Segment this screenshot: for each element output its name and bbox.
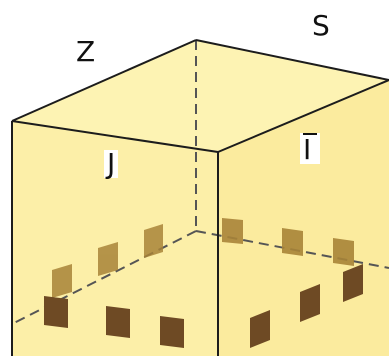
label-text: J (107, 147, 116, 180)
visible-edges (11, 39, 389, 356)
peg (106, 306, 130, 338)
label-top-left: Z (76, 38, 95, 66)
label-front-face: J (104, 147, 119, 180)
right-near-pegs (250, 264, 363, 348)
edge-top-front (11, 120, 219, 153)
label-text: Z (76, 35, 96, 68)
peg (282, 228, 303, 256)
peg (222, 218, 243, 244)
hidden-left-bottom-edge (11, 230, 197, 325)
peg (333, 238, 354, 266)
peg (98, 242, 118, 276)
edge-top-right (217, 79, 389, 153)
label-text: S (312, 9, 330, 42)
peg (52, 264, 72, 298)
label-right-face: I (300, 133, 320, 164)
front-pegs (44, 296, 184, 348)
label-top-right: S (312, 12, 330, 40)
peg (44, 296, 68, 328)
peg (144, 224, 163, 258)
peg (300, 284, 320, 322)
top-face (12, 40, 389, 152)
peg (160, 316, 184, 348)
overbar (303, 133, 317, 135)
edge-top-back-left (11, 39, 197, 122)
edge-top-back-right (195, 39, 389, 81)
peg (343, 264, 363, 302)
peg (250, 310, 270, 348)
back-pegs-right (222, 218, 354, 266)
label-text: I (303, 133, 312, 166)
back-pegs-left (52, 224, 163, 298)
